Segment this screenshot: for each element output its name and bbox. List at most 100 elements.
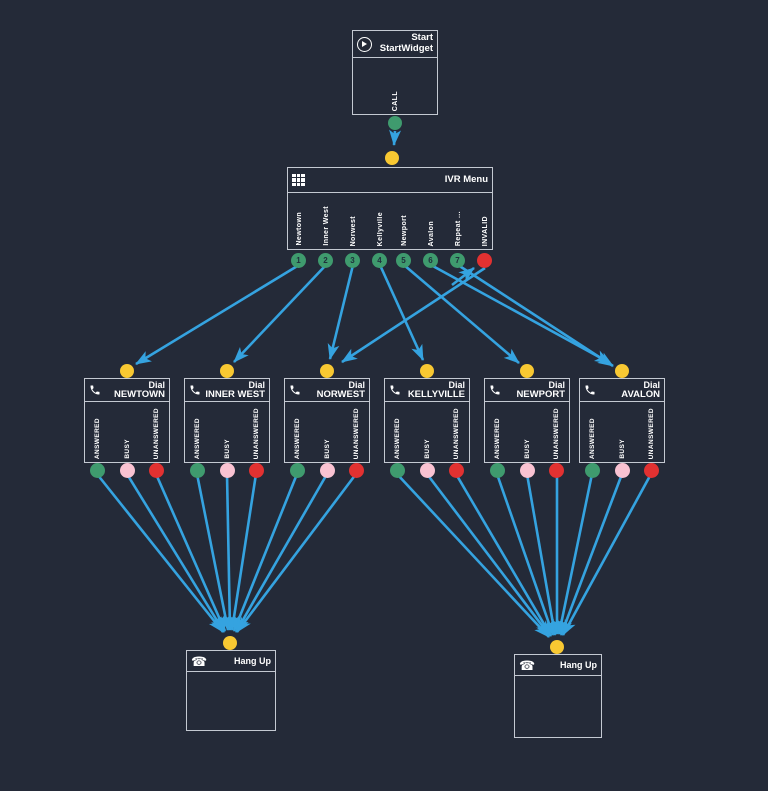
- edge-to-hangup-right[interactable]: [525, 473, 559, 636]
- ivr-menu-node[interactable]: IVR Menu Newtown Inner West Norwest Kell…: [287, 167, 493, 250]
- ivr-input-port[interactable]: [385, 151, 399, 165]
- edge-to-hangup-left[interactable]: [232, 473, 299, 632]
- dial-answered-port[interactable]: [90, 463, 105, 478]
- hangup-node-right[interactable]: ☎ Hang Up: [514, 654, 602, 738]
- dial-input-port[interactable]: [615, 364, 629, 378]
- edge-to-hangup-left[interactable]: [235, 473, 358, 633]
- dial-subtitle: NEWPORT: [516, 388, 565, 400]
- edge-to-hangup-left[interactable]: [95, 473, 225, 633]
- ivr-port-6[interactable]: 6: [423, 253, 438, 268]
- dial-busy-port[interactable]: [520, 463, 535, 478]
- dial-busy-port[interactable]: [420, 463, 435, 478]
- dial-input-port[interactable]: [120, 364, 134, 378]
- edge-to-hangup-left[interactable]: [195, 473, 231, 631]
- dial-input-port[interactable]: [220, 364, 234, 378]
- dial-answered-port[interactable]: [490, 463, 505, 478]
- edge-6-avalon[interactable]: [430, 263, 611, 365]
- dial-title: Dial: [248, 379, 265, 390]
- dial-output-label: UNANSWERED: [353, 407, 360, 459]
- dial-output-label: UNANSWERED: [153, 407, 160, 459]
- ivr-port-label: Norwest: [350, 215, 357, 246]
- play-circle-icon: [357, 36, 372, 52]
- dial-input-port[interactable]: [320, 364, 334, 378]
- dial-subtitle: AVALON: [621, 388, 660, 400]
- phone-icon: [289, 384, 301, 396]
- edge-2-innerwest[interactable]: [233, 264, 327, 363]
- edge-to-hangup-right[interactable]: [559, 473, 624, 636]
- dial-unanswered-port[interactable]: [249, 463, 264, 478]
- edge-to-hangup-right[interactable]: [425, 473, 552, 637]
- ivr-port-4[interactable]: 4: [372, 253, 387, 268]
- edge-to-hangup-right[interactable]: [556, 473, 594, 635]
- ivr-port-label: Kellyville: [377, 211, 384, 246]
- ivr-port-2[interactable]: 2: [318, 253, 333, 268]
- dial-unanswered-port[interactable]: [449, 463, 464, 478]
- dial-output-label: UNANSWERED: [553, 407, 560, 459]
- ivr-port-label: Newtown: [296, 212, 303, 246]
- hangup-title: Hang Up: [560, 659, 597, 670]
- edge-to-hangup-right[interactable]: [561, 473, 653, 636]
- dial-busy-port[interactable]: [220, 463, 235, 478]
- phone-icon: [489, 384, 501, 396]
- dial-output-label: ANSWERED: [589, 417, 596, 459]
- dial-unanswered-port[interactable]: [149, 463, 164, 478]
- dial-answered-port[interactable]: [190, 463, 205, 478]
- dial-output-label: BUSY: [224, 439, 231, 459]
- edge-to-hangup-left[interactable]: [125, 473, 226, 633]
- dial-input-port[interactable]: [520, 364, 534, 378]
- start-output-label: CALL: [392, 90, 399, 111]
- dial-busy-port[interactable]: [615, 463, 630, 478]
- dial-input-port[interactable]: [420, 364, 434, 378]
- dial-answered-port[interactable]: [390, 463, 405, 478]
- edge-to-hangup-left[interactable]: [154, 473, 227, 632]
- dial-output-label: UNANSWERED: [253, 407, 260, 459]
- dial-answered-port[interactable]: [290, 463, 305, 478]
- dial-title: Dial: [148, 379, 165, 390]
- dial-answered-port[interactable]: [585, 463, 600, 478]
- dial-busy-port[interactable]: [120, 463, 135, 478]
- ivr-port-3[interactable]: 3: [345, 253, 360, 268]
- start-node-title: Start: [411, 32, 433, 44]
- ivr-port-7[interactable]: 7: [450, 253, 465, 268]
- dial-subtitle: INNER WEST: [205, 388, 265, 400]
- edge-to-hangup-left[interactable]: [223, 473, 236, 631]
- dial-unanswered-port[interactable]: [349, 463, 364, 478]
- edge-start-to-ivr[interactable]: [389, 129, 402, 146]
- edge-to-hangup-right[interactable]: [495, 473, 555, 636]
- ivr-port-1[interactable]: 1: [291, 253, 306, 268]
- edge-to-hangup-right[interactable]: [396, 473, 550, 638]
- dial-busy-port[interactable]: [320, 463, 335, 478]
- ivr-port-invalid[interactable]: [477, 253, 492, 268]
- ivr-port-5[interactable]: 5: [396, 253, 411, 268]
- ivr-port-label: Inner West: [323, 206, 330, 246]
- edge-to-hangup-left[interactable]: [234, 473, 329, 633]
- edge-5-newport[interactable]: [403, 264, 520, 364]
- hangup-input-port[interactable]: [223, 636, 237, 650]
- edge-invalid-norwest[interactable]: [341, 266, 486, 364]
- start-call-port[interactable]: [388, 116, 402, 130]
- dial-output-label: UNANSWERED: [648, 407, 655, 459]
- dial-output-label: ANSWERED: [94, 417, 101, 459]
- edge-4-kellyville[interactable]: [378, 264, 425, 361]
- dial-output-label: ANSWERED: [194, 417, 201, 459]
- edge-repeat-loopback[interactable]: [451, 266, 475, 287]
- phone-icon: [89, 384, 101, 396]
- dial-unanswered-port[interactable]: [549, 463, 564, 478]
- edge-to-hangup-left[interactable]: [228, 473, 258, 631]
- hangup-node-left[interactable]: ☎ Hang Up: [186, 650, 276, 731]
- edge-1-newtown[interactable]: [135, 263, 300, 366]
- dial-unanswered-port[interactable]: [644, 463, 659, 478]
- edge-3-norwest[interactable]: [327, 264, 355, 360]
- edge-7-avalon[interactable]: [457, 263, 614, 368]
- hangup-input-port[interactable]: [550, 640, 564, 654]
- ivr-port-label: Newport: [401, 215, 408, 246]
- start-node[interactable]: Start StartWidget CALL: [352, 30, 438, 115]
- edge-to-hangup-right[interactable]: [454, 473, 553, 637]
- dial-output-label: BUSY: [424, 439, 431, 459]
